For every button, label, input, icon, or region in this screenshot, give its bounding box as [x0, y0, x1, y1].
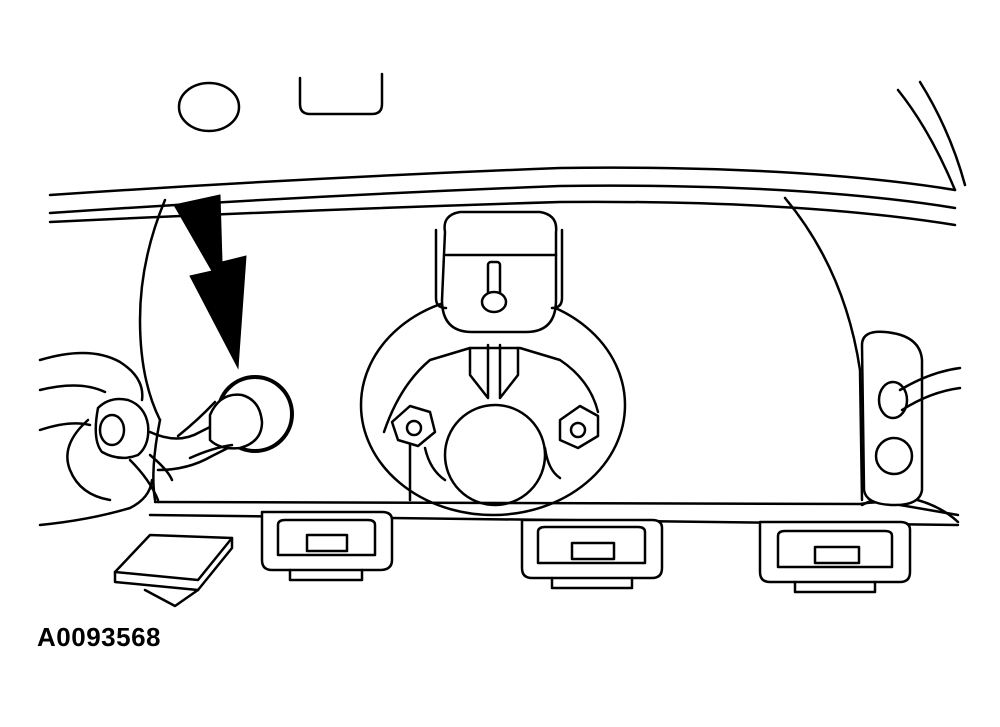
clip-center — [520, 518, 664, 590]
clip-left — [260, 510, 394, 582]
starter-motor — [359, 210, 627, 517]
lower-left-bracket — [113, 533, 234, 608]
clip-right — [758, 520, 912, 594]
wiring-harness — [38, 351, 242, 527]
drain-plug-grommet — [176, 375, 294, 460]
upper-panel-holes — [177, 72, 384, 133]
figure-id-label: A0093568 — [37, 622, 161, 652]
down-left-arrow-icon — [173, 194, 247, 370]
right-grommet — [860, 330, 962, 507]
